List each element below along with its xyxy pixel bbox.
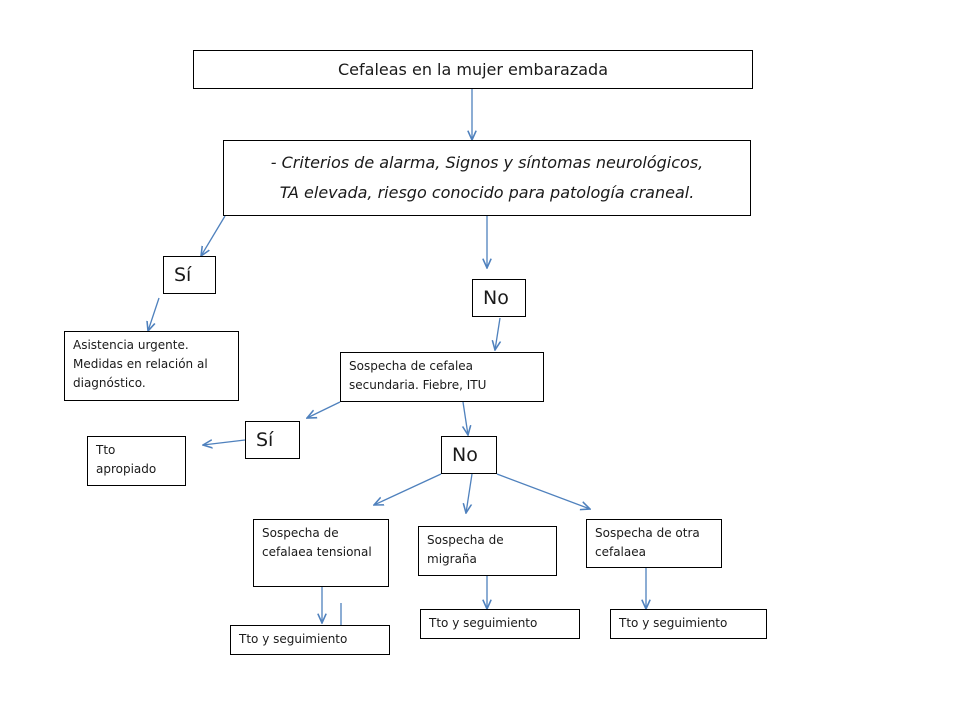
tension-headache-box: Sospecha de cefalaea tensional: [253, 519, 389, 587]
urgent-care-box: Asistencia urgente. Medidas en relación …: [64, 331, 239, 401]
title-text: Cefaleas en la mujer embarazada: [338, 60, 608, 79]
arrow-no2-to-migrana: [466, 473, 473, 513]
secondary-suspicion-text: Sospecha de cefalea secundaria. Fiebre, …: [349, 359, 487, 392]
appropriate-treatment-box: Tto apropiado: [87, 436, 186, 486]
criteria-line-1: - Criterios de alarma, Signos y síntomas…: [270, 153, 704, 172]
tension-headache-text: Sospecha de cefalaea tensional: [262, 526, 372, 559]
followup-other-text: Tto y seguimiento: [619, 616, 728, 630]
title-box: Cefaleas en la mujer embarazada: [193, 50, 753, 89]
yes-label-2: Sí: [256, 429, 274, 451]
criteria-box: - Criterios de alarma, Signos y síntomas…: [223, 140, 751, 216]
arrow-secondary-to-no2: [463, 401, 468, 435]
secondary-suspicion-box: Sospecha de cefalea secundaria. Fiebre, …: [340, 352, 544, 402]
no-label-2: No: [452, 444, 478, 466]
yes-label-1: Sí: [174, 264, 192, 286]
criteria-line-2: TA elevada, riesgo conocido para patolog…: [279, 183, 695, 202]
appropriate-treatment-text: Tto apropiado: [96, 443, 157, 476]
no-box-1: No: [472, 279, 526, 317]
followup-migraine-text: Tto y seguimiento: [429, 616, 538, 630]
followup-other-box: Tto y seguimiento: [610, 609, 767, 639]
yes-box-1: Sí: [163, 256, 216, 294]
migraine-text: Sospecha de migraña: [427, 533, 504, 566]
arrow-no2-to-otra: [496, 473, 590, 509]
other-headache-box: Sospecha de otra cefalaea: [586, 519, 722, 568]
yes-box-2: Sí: [245, 421, 300, 459]
arrow-yes-to-urgent: [148, 297, 160, 331]
arrow-no2-to-tensional: [374, 473, 442, 505]
arrow-yes2-to-tto: [203, 440, 246, 445]
arrow-criteria-to-yes: [201, 215, 226, 256]
migraine-box: Sospecha de migraña: [418, 526, 557, 576]
followup-migraine-box: Tto y seguimiento: [420, 609, 580, 639]
arrow-secondary-to-yes2: [307, 401, 341, 418]
followup-tension-box: Tto y seguimiento: [230, 625, 390, 655]
arrow-no-to-secondary: [495, 317, 500, 350]
followup-tension-text: Tto y seguimiento: [239, 632, 348, 646]
urgent-care-text: Asistencia urgente. Medidas en relación …: [73, 338, 208, 390]
other-headache-text: Sospecha de otra cefalaea: [595, 526, 700, 559]
no-box-2: No: [441, 436, 497, 474]
no-label-1: No: [483, 287, 509, 309]
